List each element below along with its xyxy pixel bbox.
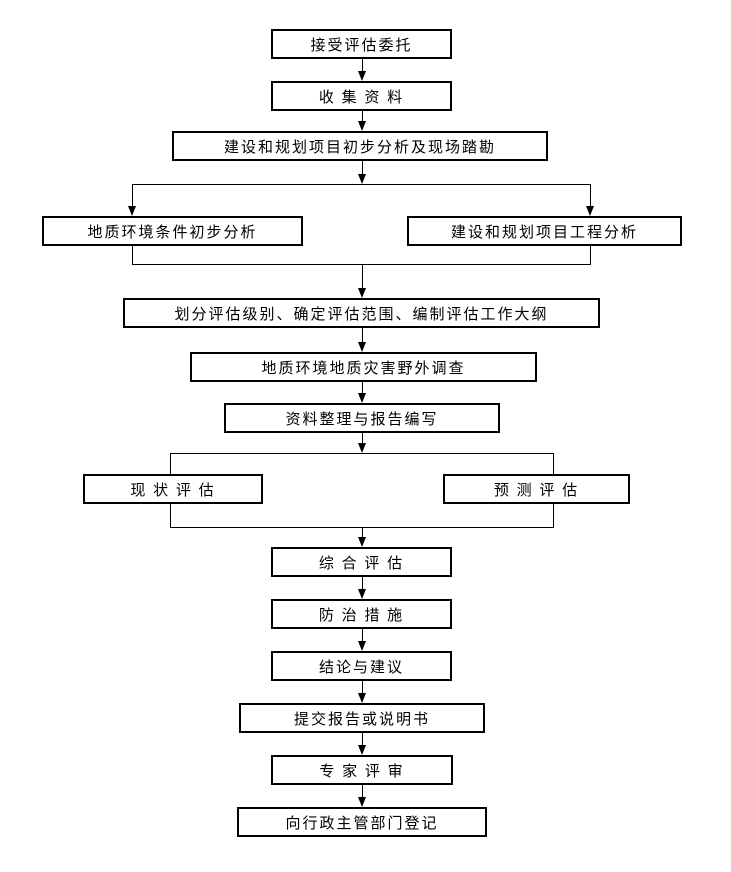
node-geo-environment-preliminary: 地质环境条件初步分析: [42, 216, 303, 246]
node-conclusions-suggestions: 结论与建议: [271, 651, 452, 681]
node-prediction-assessment: 预 测 评 估: [443, 474, 630, 504]
arrow-head: [358, 693, 366, 703]
flow-line: [362, 785, 363, 798]
node-comprehensive-assessment: 综 合 评 估: [271, 547, 452, 577]
node-preliminary-analysis-site-survey: 建设和规划项目初步分析及现场踏勘: [172, 131, 548, 161]
flow-line: [362, 111, 363, 122]
flow-line: [170, 504, 171, 527]
node-field-survey: 地质环境地质灾害野外调查: [190, 352, 537, 382]
arrow-head: [358, 443, 366, 453]
arrow-head: [358, 797, 366, 807]
node-submit-report-statement: 提交报告或说明书: [239, 703, 485, 733]
arrow-head: [128, 206, 136, 216]
arrow-head: [358, 745, 366, 755]
node-accept-commission: 接受评估委托: [271, 29, 452, 59]
arrow-head: [358, 121, 366, 131]
flow-line: [590, 246, 591, 264]
flow-line: [132, 264, 591, 265]
flow-line: [362, 577, 363, 590]
flow-line: [553, 453, 554, 474]
node-level-scope-outline: 划分评估级别、确定评估范围、编制评估工作大纲: [123, 298, 600, 328]
node-prevention-control-measures: 防 治 措 施: [271, 599, 452, 629]
node-expert-review: 专 家 评 审: [271, 755, 453, 785]
flow-line: [553, 504, 554, 527]
flow-line: [170, 453, 171, 474]
flow-line: [362, 629, 363, 642]
arrow-head: [358, 589, 366, 599]
node-project-engineering-analysis: 建设和规划项目工程分析: [407, 216, 682, 246]
arrow-head: [358, 342, 366, 352]
flow-line: [362, 382, 363, 394]
flow-line: [362, 527, 363, 538]
flow-line: [362, 681, 363, 694]
flow-line: [362, 161, 363, 175]
node-register-with-authority: 向行政主管部门登记: [237, 807, 487, 837]
node-collect-data: 收 集 资 料: [271, 81, 452, 111]
arrow-head: [586, 206, 594, 216]
flow-line: [362, 59, 363, 72]
flow-line: [362, 733, 363, 746]
node-current-status-assessment: 现 状 评 估: [83, 474, 263, 504]
arrow-head: [358, 393, 366, 403]
flow-line: [132, 184, 133, 207]
flow-line: [132, 246, 133, 264]
flow-line: [170, 453, 554, 454]
flow-line: [362, 264, 363, 289]
node-data-collation-report-writing: 资料整理与报告编写: [224, 403, 500, 433]
flow-line: [132, 184, 591, 185]
arrow-head: [358, 71, 366, 81]
flow-line: [362, 328, 363, 343]
flow-line: [362, 433, 363, 444]
arrow-head: [358, 174, 366, 184]
arrow-head: [358, 641, 366, 651]
flow-line: [590, 184, 591, 207]
arrow-head: [358, 537, 366, 547]
arrow-head: [358, 288, 366, 298]
